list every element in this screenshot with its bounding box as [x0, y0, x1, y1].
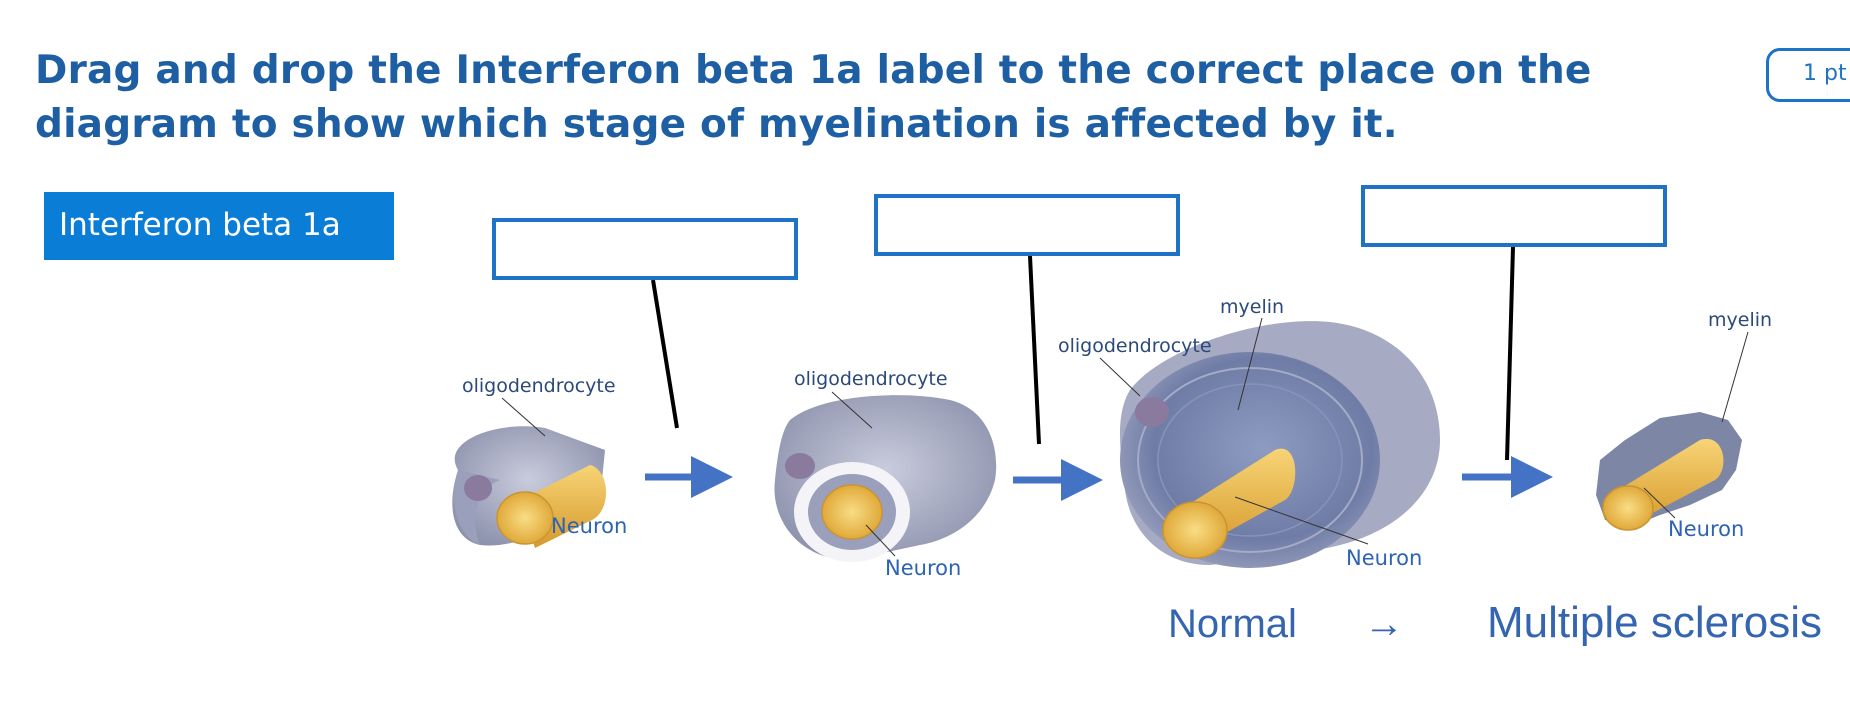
- stage3-neuron-label: Neuron: [1346, 546, 1422, 570]
- stage2-neuron-label: Neuron: [885, 556, 961, 580]
- stage2-oligodendrocyte-label: oligodendrocyte: [794, 368, 948, 390]
- stage-3-illustration: myelin oligodendrocyte Neuron: [1058, 296, 1440, 570]
- caption-arrow: →: [1364, 602, 1404, 646]
- caption-normal: Normal: [1168, 602, 1297, 646]
- stage-1-illustration: oligodendrocyte Neuron: [452, 375, 627, 548]
- stage4-myelin-label: myelin: [1708, 309, 1772, 331]
- stage1-neuron-label: Neuron: [551, 514, 627, 538]
- connector-line-1: [651, 279, 679, 429]
- stage4-neuron-label: Neuron: [1668, 517, 1744, 541]
- question-line-1: Drag and drop the Interferon beta 1a lab…: [35, 48, 1592, 93]
- stage-2-illustration: oligodendrocyte Neuron: [774, 368, 997, 580]
- connector-line-2: [1028, 255, 1041, 445]
- points-badge: 1 pt: [1766, 48, 1850, 102]
- stage3-oligodendrocyte-label: oligodendrocyte: [1058, 335, 1212, 357]
- connector-line-3: [1505, 246, 1515, 461]
- stage-4-illustration: myelin Neuron: [1596, 309, 1772, 541]
- drop-zone-2[interactable]: [874, 194, 1180, 256]
- caption-multiple-sclerosis: Multiple sclerosis: [1487, 598, 1822, 647]
- drop-zone-3[interactable]: [1361, 185, 1667, 247]
- stage1-oligodendrocyte-label: oligodendrocyte: [462, 375, 616, 397]
- question-text: Drag and drop the Interferon beta 1a lab…: [35, 44, 1595, 152]
- stage3-myelin-label: myelin: [1220, 296, 1284, 318]
- draggable-label-interferon-beta-1a[interactable]: Interferon beta 1a: [44, 192, 394, 260]
- question-line-2: diagram to show which stage of myelinati…: [35, 102, 1398, 147]
- drop-zone-1[interactable]: [492, 218, 798, 280]
